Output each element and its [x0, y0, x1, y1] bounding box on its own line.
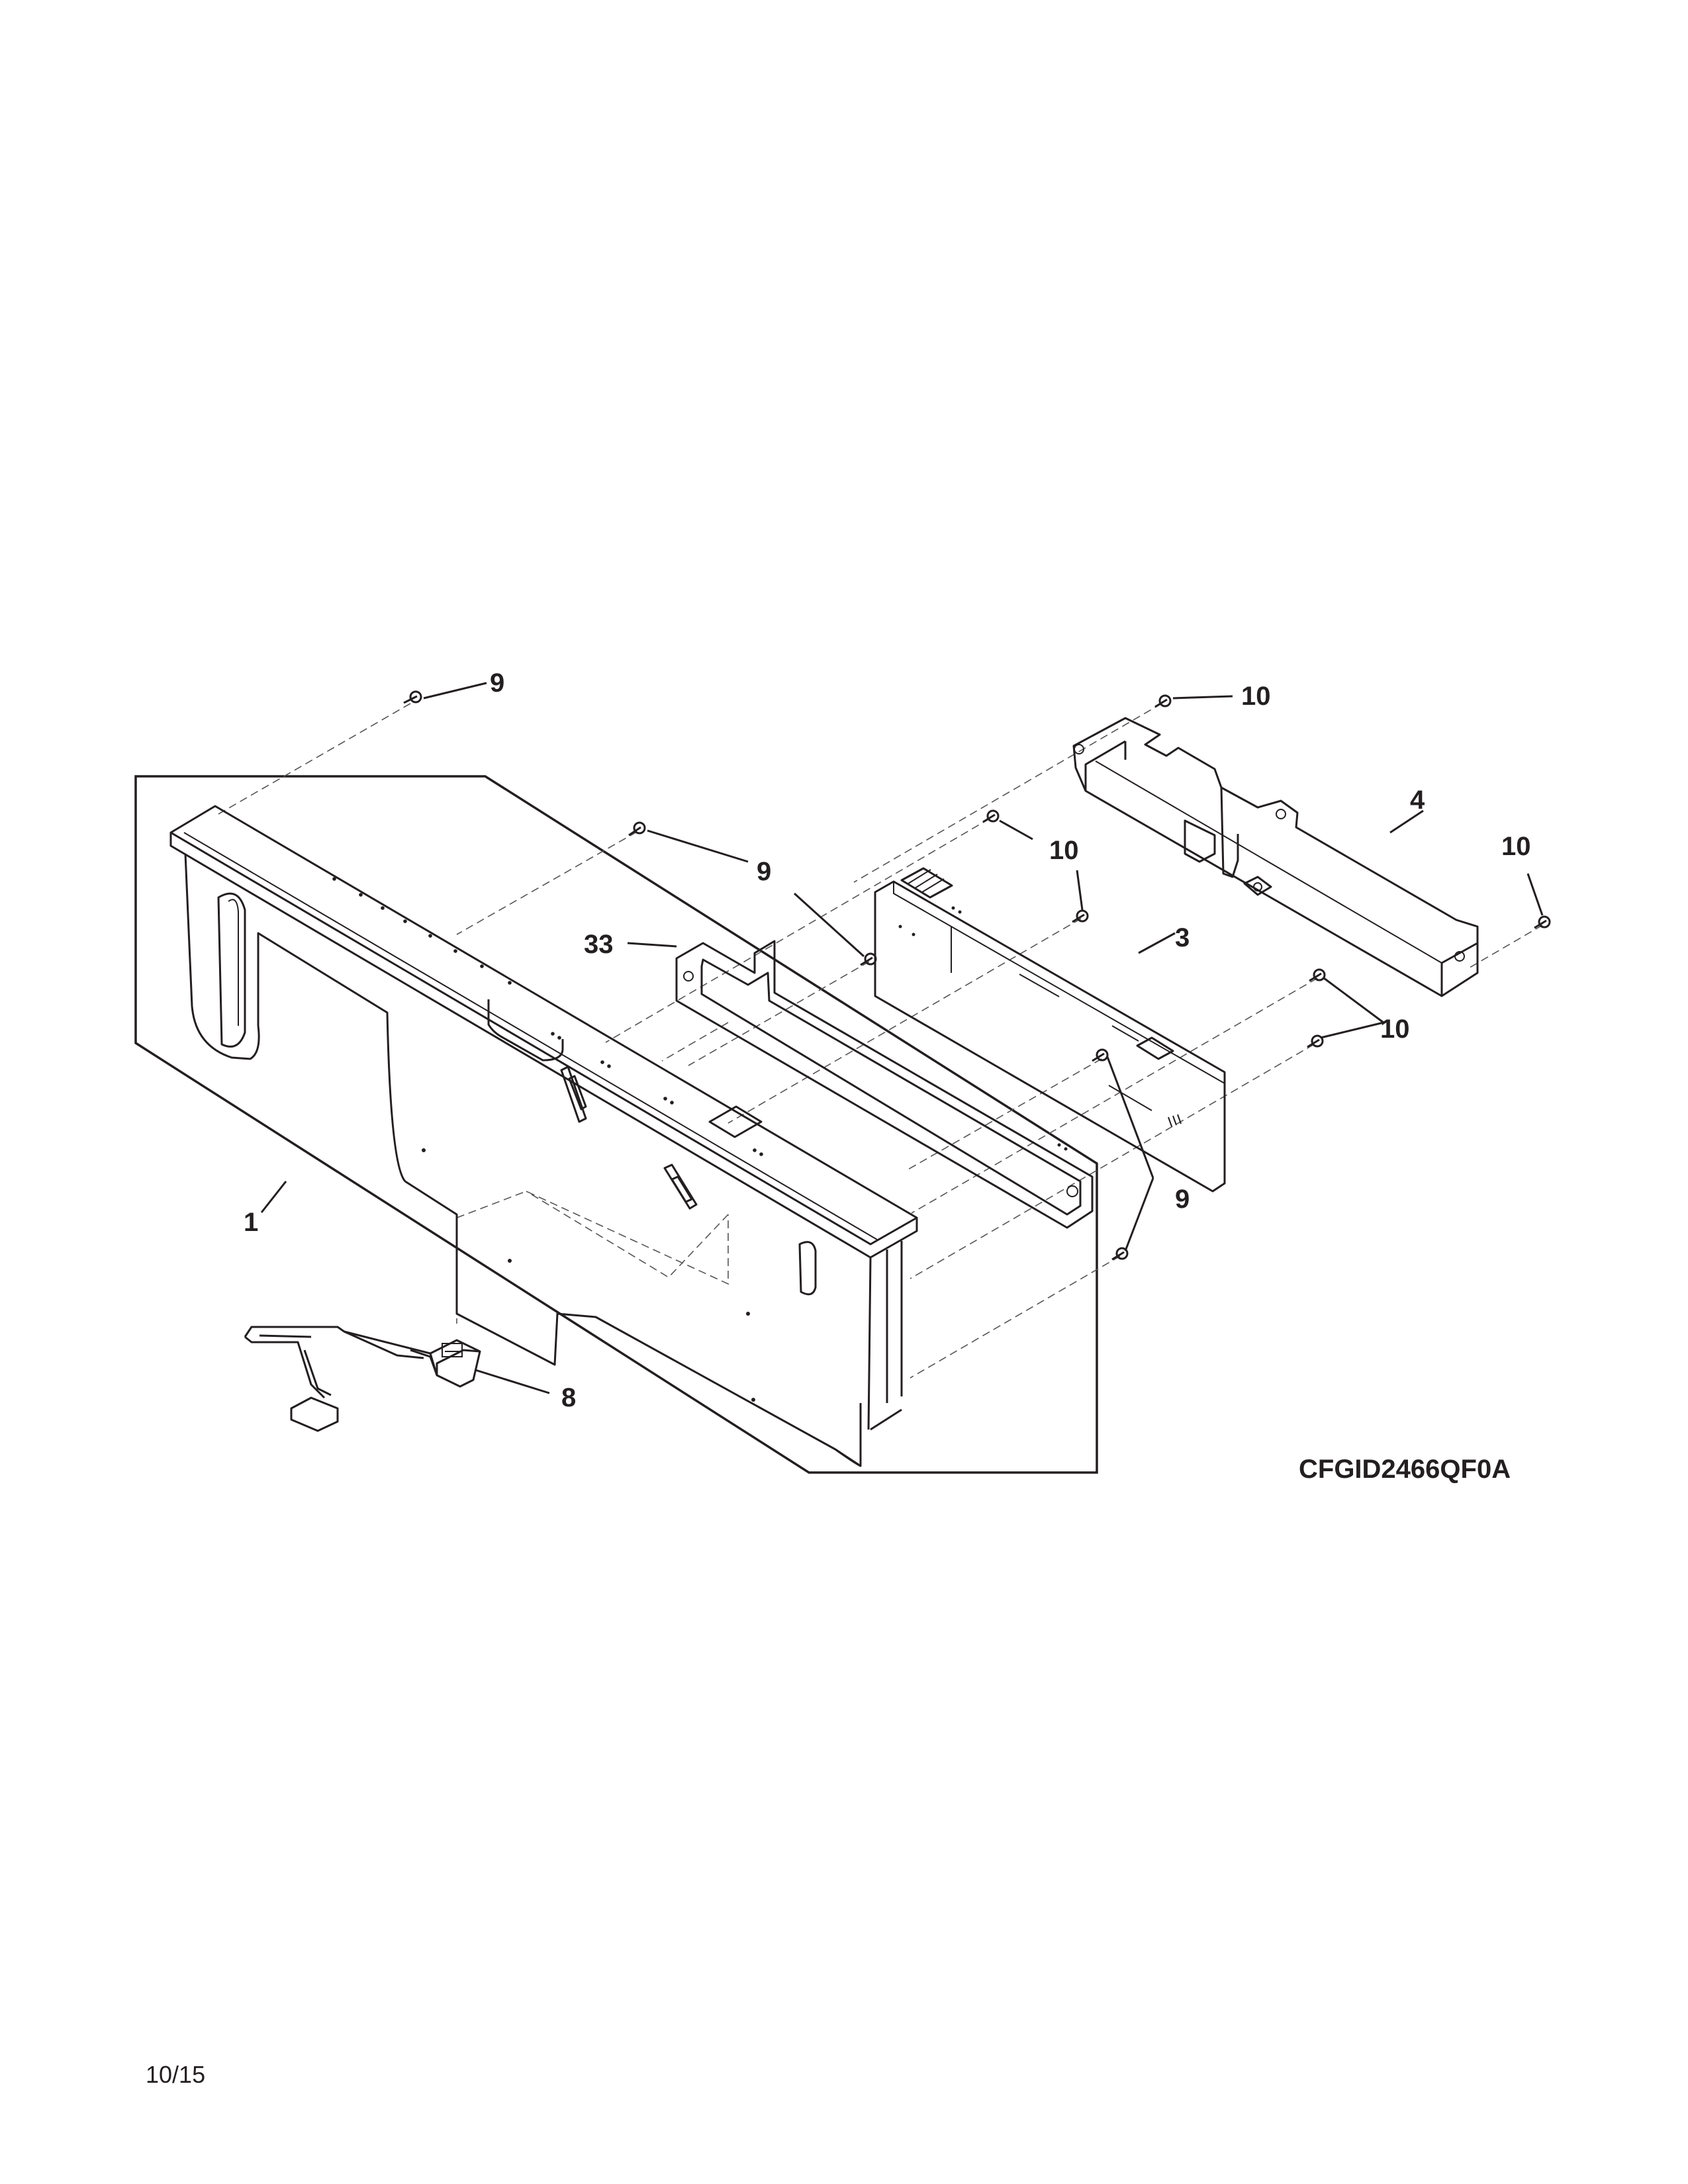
revision-date: 10/15: [146, 2061, 205, 2088]
screw-10-right: [1534, 915, 1551, 929]
control-board-part: [874, 867, 1226, 1193]
callout-8: 8: [561, 1383, 576, 1412]
screw-10-lower-b: [1307, 1034, 1324, 1048]
alignment-lines: [218, 703, 1543, 1379]
screw-9-lower-b: [1111, 1247, 1129, 1261]
screw-9-mid: [628, 821, 646, 837]
callout-9-bottom: 9: [1175, 1185, 1190, 1214]
screw-9-lower-a: [1092, 1048, 1109, 1062]
screw-9-top: [403, 690, 422, 704]
control-panel-part: [169, 805, 918, 1467]
callout-9-top: 9: [490, 668, 504, 698]
callout-10-middle: 10: [1049, 836, 1079, 865]
panel-group-frame: [134, 775, 1098, 1474]
board-housing-part: [1072, 717, 1479, 997]
callout-9-middle: 9: [757, 857, 771, 886]
callout-4: 4: [1410, 786, 1425, 815]
callout-1: 1: [244, 1208, 258, 1237]
screw-fasteners: [403, 690, 1551, 1261]
screw-10-mid: [982, 809, 1000, 823]
screw-9-gasket: [860, 952, 877, 966]
model-number: CFGID2466QF0A: [1299, 1455, 1511, 1484]
callout-10-top: 10: [1241, 682, 1271, 711]
callout-3: 3: [1175, 923, 1190, 952]
callout-33: 33: [584, 930, 614, 959]
screw-10-top: [1154, 694, 1172, 708]
screw-10-lower-a: [1309, 968, 1326, 982]
switch-harness-part: [244, 1326, 481, 1432]
callout-10-bottom: 10: [1380, 1015, 1410, 1044]
screw-10-board: [1072, 909, 1089, 923]
gasket-part: [675, 940, 1094, 1229]
callout-leaders: [260, 682, 1544, 1394]
callout-10-right: 10: [1501, 832, 1531, 861]
